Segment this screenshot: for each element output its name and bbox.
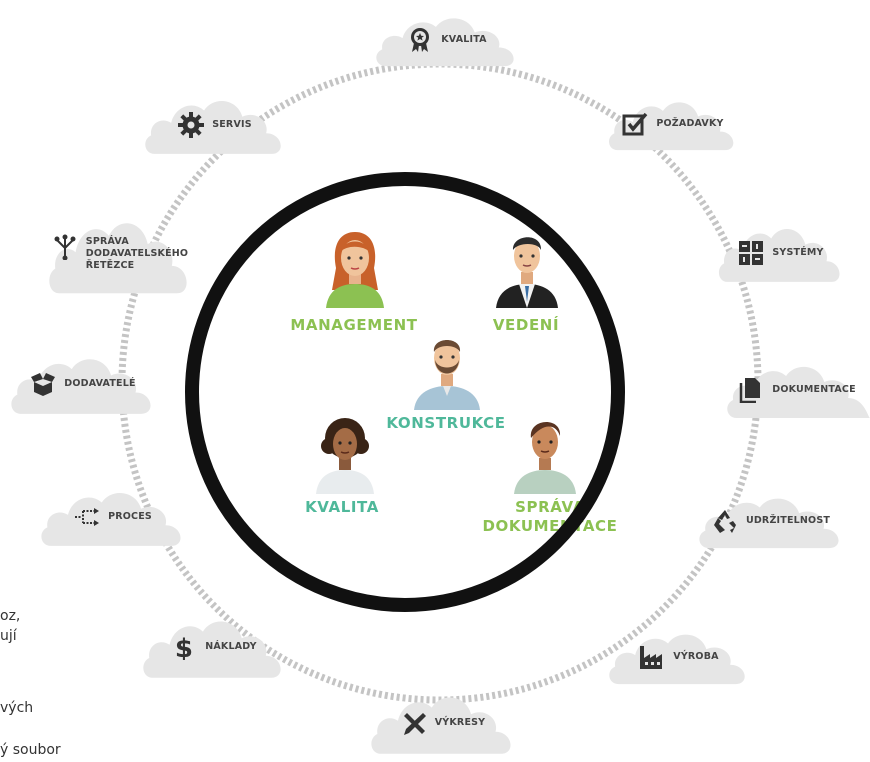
avatar-vedeni: [496, 237, 558, 308]
cloud-dodavatele[interactable]: DODAVATELÉ: [8, 352, 158, 416]
cloud-shape: [41, 493, 181, 546]
side-text-line-4: ý soubor: [0, 742, 61, 758]
cloud-shape: [699, 498, 839, 549]
cloud-label: VÝKRESY: [434, 717, 486, 728]
documents-icon: [739, 378, 761, 403]
branch-fork-icon: [54, 234, 76, 260]
avatar-kvalita: [316, 418, 374, 494]
inner-black-ring: [185, 172, 625, 612]
cloud-label: DOKUMENTACE: [772, 384, 856, 395]
cloud-proces[interactable]: PROCES: [38, 486, 188, 548]
cloud-shape: [49, 223, 187, 294]
gear-icon: [178, 112, 205, 138]
cloud-label: PROCES: [108, 511, 152, 522]
role-label-vedeni: VEDENÍ: [492, 316, 560, 334]
side-text-line-1: oz,: [0, 608, 21, 624]
open-box-icon: [31, 373, 56, 396]
cloud-sprava-dodavatelskeho-retezce[interactable]: SPRÁVA DODAVATELSKÉHO ŘETĚZCE: [46, 214, 194, 296]
dollar-sign-icon: $: [175, 634, 193, 660]
role-label-dokumentace: DOKUMENTACE: [482, 517, 618, 535]
cloud-shape: [609, 102, 734, 151]
cloud-shape: [371, 697, 511, 754]
checkbox-checked-icon: [622, 112, 648, 136]
side-text-line-3: vých: [0, 700, 34, 716]
cloud-vyroba[interactable]: VÝROBA: [606, 628, 752, 686]
cloud-shape: [11, 359, 151, 414]
cloud-pozadavky[interactable]: POŽADAVKY: [606, 96, 740, 152]
cloud-systemy[interactable]: SYSTÉMY: [716, 222, 846, 284]
cloud-shape: [145, 101, 281, 154]
avatar-management: [326, 232, 384, 308]
cloud-shape: [143, 621, 281, 678]
cloud-label: POŽADAVKY: [656, 118, 724, 129]
cloud-servis[interactable]: SERVIS: [142, 94, 288, 156]
cloud-label: SERVIS: [212, 119, 252, 130]
cloud-udrzitelnost[interactable]: UDRŽITELNOST: [696, 492, 846, 550]
role-label-sprava-dokumentace: SPRÁVA DOKUMENTACE: [472, 498, 628, 536]
svg-text:$: $: [175, 634, 193, 660]
cloud-label: UDRŽITELNOST: [745, 515, 831, 526]
cloud-label: VÝROBA: [673, 651, 719, 662]
role-label-konstrukce: KONSTRUKCE: [386, 414, 506, 432]
puzzle-pieces-icon: [739, 241, 764, 265]
recycle-icon: [713, 510, 736, 533]
cloud-label: SPRÁVA DODAVATELSKÉHO ŘETĚZCE: [85, 236, 189, 271]
avatar-sprava-dokumentace: [514, 421, 576, 494]
role-label-management: MANAGEMENT: [290, 316, 418, 334]
cloud-kvalita[interactable]: KVALITA: [373, 12, 521, 68]
process-flow-icon: [75, 508, 100, 526]
cloud-label: DODAVATELÉ: [64, 378, 136, 389]
ruler-pencil-icon: [403, 713, 426, 735]
cloud-label: KVALITA: [441, 34, 487, 45]
cloud-shape: [727, 366, 870, 418]
role-label-sprava: SPRÁVA: [515, 498, 585, 516]
award-ribbon-icon: [411, 28, 430, 52]
avatar-konstrukce: [414, 340, 480, 410]
cloud-vykresy[interactable]: VÝKRESY: [368, 690, 518, 756]
cloud-shape: [376, 18, 514, 67]
cloud-label: SYSTÉMY: [772, 247, 824, 258]
role-label-kvalita: KVALITA: [305, 498, 379, 516]
cloud-dokumentace[interactable]: DOKUMENTACE: [724, 360, 870, 420]
factory-icon: [640, 646, 663, 669]
cloud-label: NÁKLADY: [205, 641, 257, 652]
side-text-line-2: ují: [0, 628, 17, 644]
cloud-naklady[interactable]: $ NÁKLADY: [140, 614, 288, 680]
